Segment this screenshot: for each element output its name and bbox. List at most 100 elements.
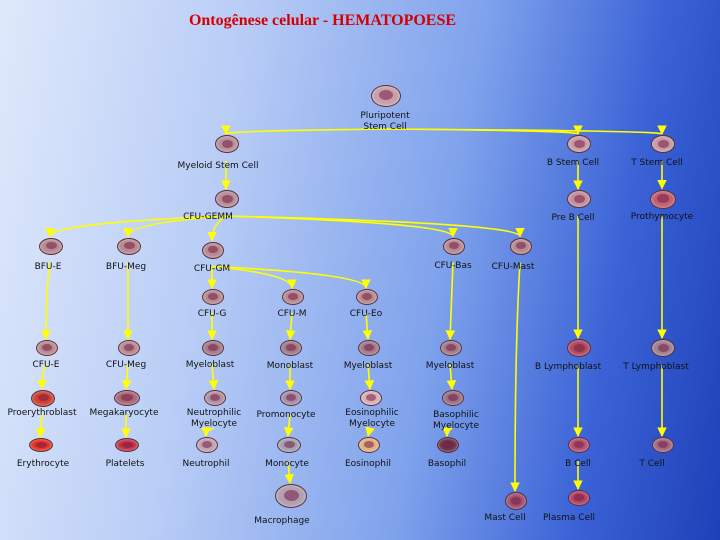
node-label-eosmyelocyte: Eosinophilic Myelocyte [345,408,399,429]
node-label-neutrophil: Neutrophil [182,459,230,469]
cell-cfugemm-icon [215,190,239,208]
nucleus-icon [121,394,133,402]
cell-bcell-icon [568,437,590,453]
node-label-myeloblast1: Myeloblast [185,360,235,370]
cell-myeloblast2-icon [358,340,380,356]
nucleus-icon [362,293,372,301]
cell-mastcell-icon [505,492,527,510]
nucleus-icon [210,394,220,402]
cell-tstem-icon [651,135,675,153]
nucleus-icon [511,496,521,505]
cell-basmyelocyte-icon [442,390,464,406]
node-label-cfueo: CFU-Eo [349,309,383,319]
node-label-bfumeg: BFU-Meg [105,262,147,272]
node-label-myeloblast3: Myeloblast [425,361,475,371]
node-label-bcell: B Cell [565,459,591,469]
nucleus-icon [221,139,233,148]
nucleus-icon [37,393,49,402]
nucleus-icon [42,344,52,352]
nucleus-icon [366,394,376,402]
nucleus-icon [443,441,453,449]
node-label-basmyelocyte: Basophilic Myelocyte [433,410,479,431]
node-label-cfugemm: CFU-GEMM [183,212,233,222]
nucleus-icon [123,241,135,250]
edge-basmyelocyte-basophil [442,427,453,437]
edge-promonocyte-monocyte [284,413,294,437]
nucleus-icon [657,139,669,148]
node-label-cfumeg: CFU-Meg [105,360,147,370]
node-label-prothymocyte: Prothymocyte [630,212,694,222]
nucleus-icon [45,241,57,250]
node-label-basophil: Basophil [427,459,467,469]
nucleus-icon [208,344,218,352]
nucleus-icon [573,343,585,352]
nucleus-icon [379,90,393,101]
node-label-myeloblast2: Myeloblast [343,361,393,371]
node-label-erythrocyte: Erythrocyte [16,459,70,469]
edge-cfum-monoblast [285,312,296,340]
cell-tlymphoblast-icon [651,339,675,357]
cell-proerythroblast-icon [31,389,55,407]
edge-cfugemm-cfumast [225,215,525,238]
nucleus-icon [208,245,218,254]
cell-cfug-icon [202,289,224,305]
node-label-cfug: CFU-G [197,309,227,319]
cell-cfumeg-icon [118,340,140,356]
node-label-bstem: B Stem Cell [546,158,600,168]
edge-pluripotent-myeloid [221,125,386,135]
edge-neutmyelocyte-neutrophil [201,427,215,437]
node-label-proerythroblast: Proerythroblast [7,408,77,418]
node-label-bfue: BFU-E [34,262,62,272]
page-title: Ontogênese celular - HEMATOPOESE [188,12,457,29]
node-label-platelets: Platelets [105,459,145,469]
cell-cfugm-icon [202,241,224,259]
nucleus-icon [35,441,47,448]
edge-cfugm-cfueo [211,265,371,289]
node-label-cfumast: CFU-Mast [491,262,535,272]
node-label-blymphoblast: B Lymphoblast [534,362,602,372]
node-label-tstem: T Stem Cell [631,158,683,168]
edge-proerythroblast-erythrocyte [35,414,46,438]
node-label-monocyte: Monocyte [265,459,309,469]
nucleus-icon [288,293,298,301]
node-label-eosinophil: Eosinophil [344,459,392,469]
edge-cfumast-mastcell [510,262,521,492]
node-label-myeloid: Myeloid Stem Cell [177,161,259,171]
edge-cfue-proerythroblast [37,363,47,390]
node-label-preb: Pre B Cell [551,213,595,223]
edge-bfue-cfue [41,262,51,340]
edge-monocyte-macrophage [284,460,294,484]
node-label-cfum: CFU-M [277,309,307,319]
nucleus-icon [121,441,133,448]
cell-monocyte-icon [277,437,301,453]
nucleus-icon [573,139,585,148]
node-label-neutmyelocyte: Neutrophilic Myelocyte [186,408,242,429]
cell-cfubas-icon [443,237,465,255]
node-label-cfue: CFU-E [32,360,60,370]
nucleus-icon [449,241,459,250]
cell-cfueo-icon [356,289,378,305]
cell-basophil-icon [437,437,459,453]
cell-prothymocyte-icon [650,189,676,209]
cell-neutrophil-icon [196,437,218,453]
edge-cfubas-myeloblast3 [445,262,456,340]
edge-eosmyelocyte-eosinophil [365,426,375,437]
cell-platelets-icon [115,438,139,452]
cell-bfumeg-icon [117,237,141,255]
cell-preb-icon [567,190,591,208]
node-label-megakaryocyte: Megakaryocyte [89,408,159,418]
cell-myeloblast1-icon [202,340,224,356]
nucleus-icon [516,241,526,250]
nucleus-icon [658,441,668,449]
node-label-macrophage: Macrophage [254,516,310,526]
edge-cfugemm-bfumeg [123,215,227,238]
node-label-promonocyte: Promonocyte [256,410,316,420]
node-label-cfubas: CFU-Bas [434,261,472,271]
edge-cfueo-myeloblast2 [362,312,373,340]
node-label-pluripotent: Pluripotent Stem Cell [360,111,410,132]
node-label-cfugm: CFU-GM [193,264,231,274]
cell-promonocyte-icon [280,390,302,406]
edge-myeloblast1-neutmyelocyte [208,363,219,390]
